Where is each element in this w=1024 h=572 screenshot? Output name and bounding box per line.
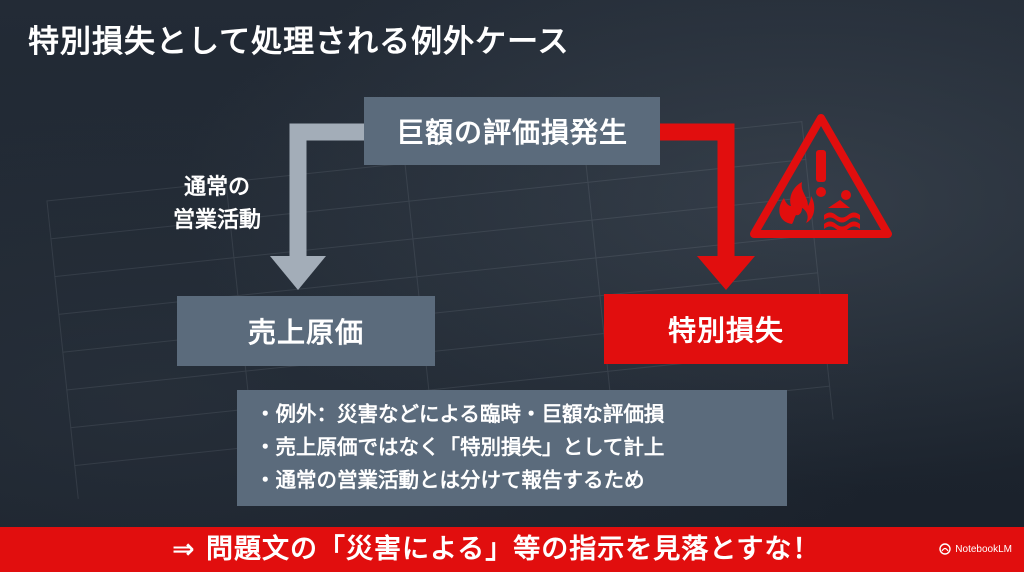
page-title: 特別損失として処理される例外ケース — [28, 24, 570, 60]
notes-box: ・例外：災害などによる臨時・巨額な評価損 ・売上原価ではなく「特別損失」として計… — [237, 390, 787, 506]
watermark: NotebookLM — [939, 543, 1012, 555]
exception-flow-arrow-line — [660, 123, 735, 258]
normal-activity-label: 通常の 営業活動 — [150, 171, 284, 237]
note-record-as-extraordinary-loss: ・売上原価ではなく「特別損失」として計上 — [255, 435, 665, 459]
banner-text: ⇒ 問題文の「災害による」等の指示を見落とすな！ — [172, 534, 821, 565]
normal-flow-arrow-line — [289, 123, 364, 258]
normal-activity-label-line1: 通常の — [183, 175, 250, 200]
flood-icon — [824, 190, 860, 232]
start-box: 巨額の評価損発生 — [364, 97, 660, 165]
note-separate-reporting: ・通常の営業活動とは分けて報告するため — [255, 468, 645, 492]
extraordinary-loss-box: 特別損失 — [604, 294, 848, 364]
cost-of-sales-box: 売上原価 — [177, 296, 435, 366]
normal-activity-label-line2: 営業活動 — [172, 208, 261, 233]
exclamation-icon — [816, 150, 826, 182]
bottom-banner: ⇒ 問題文の「災害による」等の指示を見落とすな！ — [0, 527, 1024, 572]
normal-flow-arrow-head — [270, 256, 326, 290]
note-exception: ・例外：災害などによる臨時・巨額な評価損 — [255, 402, 665, 426]
warning-triangle-icon — [750, 114, 892, 238]
watermark-text: NotebookLM — [955, 543, 1012, 555]
exception-flow-arrow-head — [697, 256, 755, 290]
notebooklm-logo-icon — [939, 543, 951, 555]
fire-icon — [779, 182, 815, 224]
